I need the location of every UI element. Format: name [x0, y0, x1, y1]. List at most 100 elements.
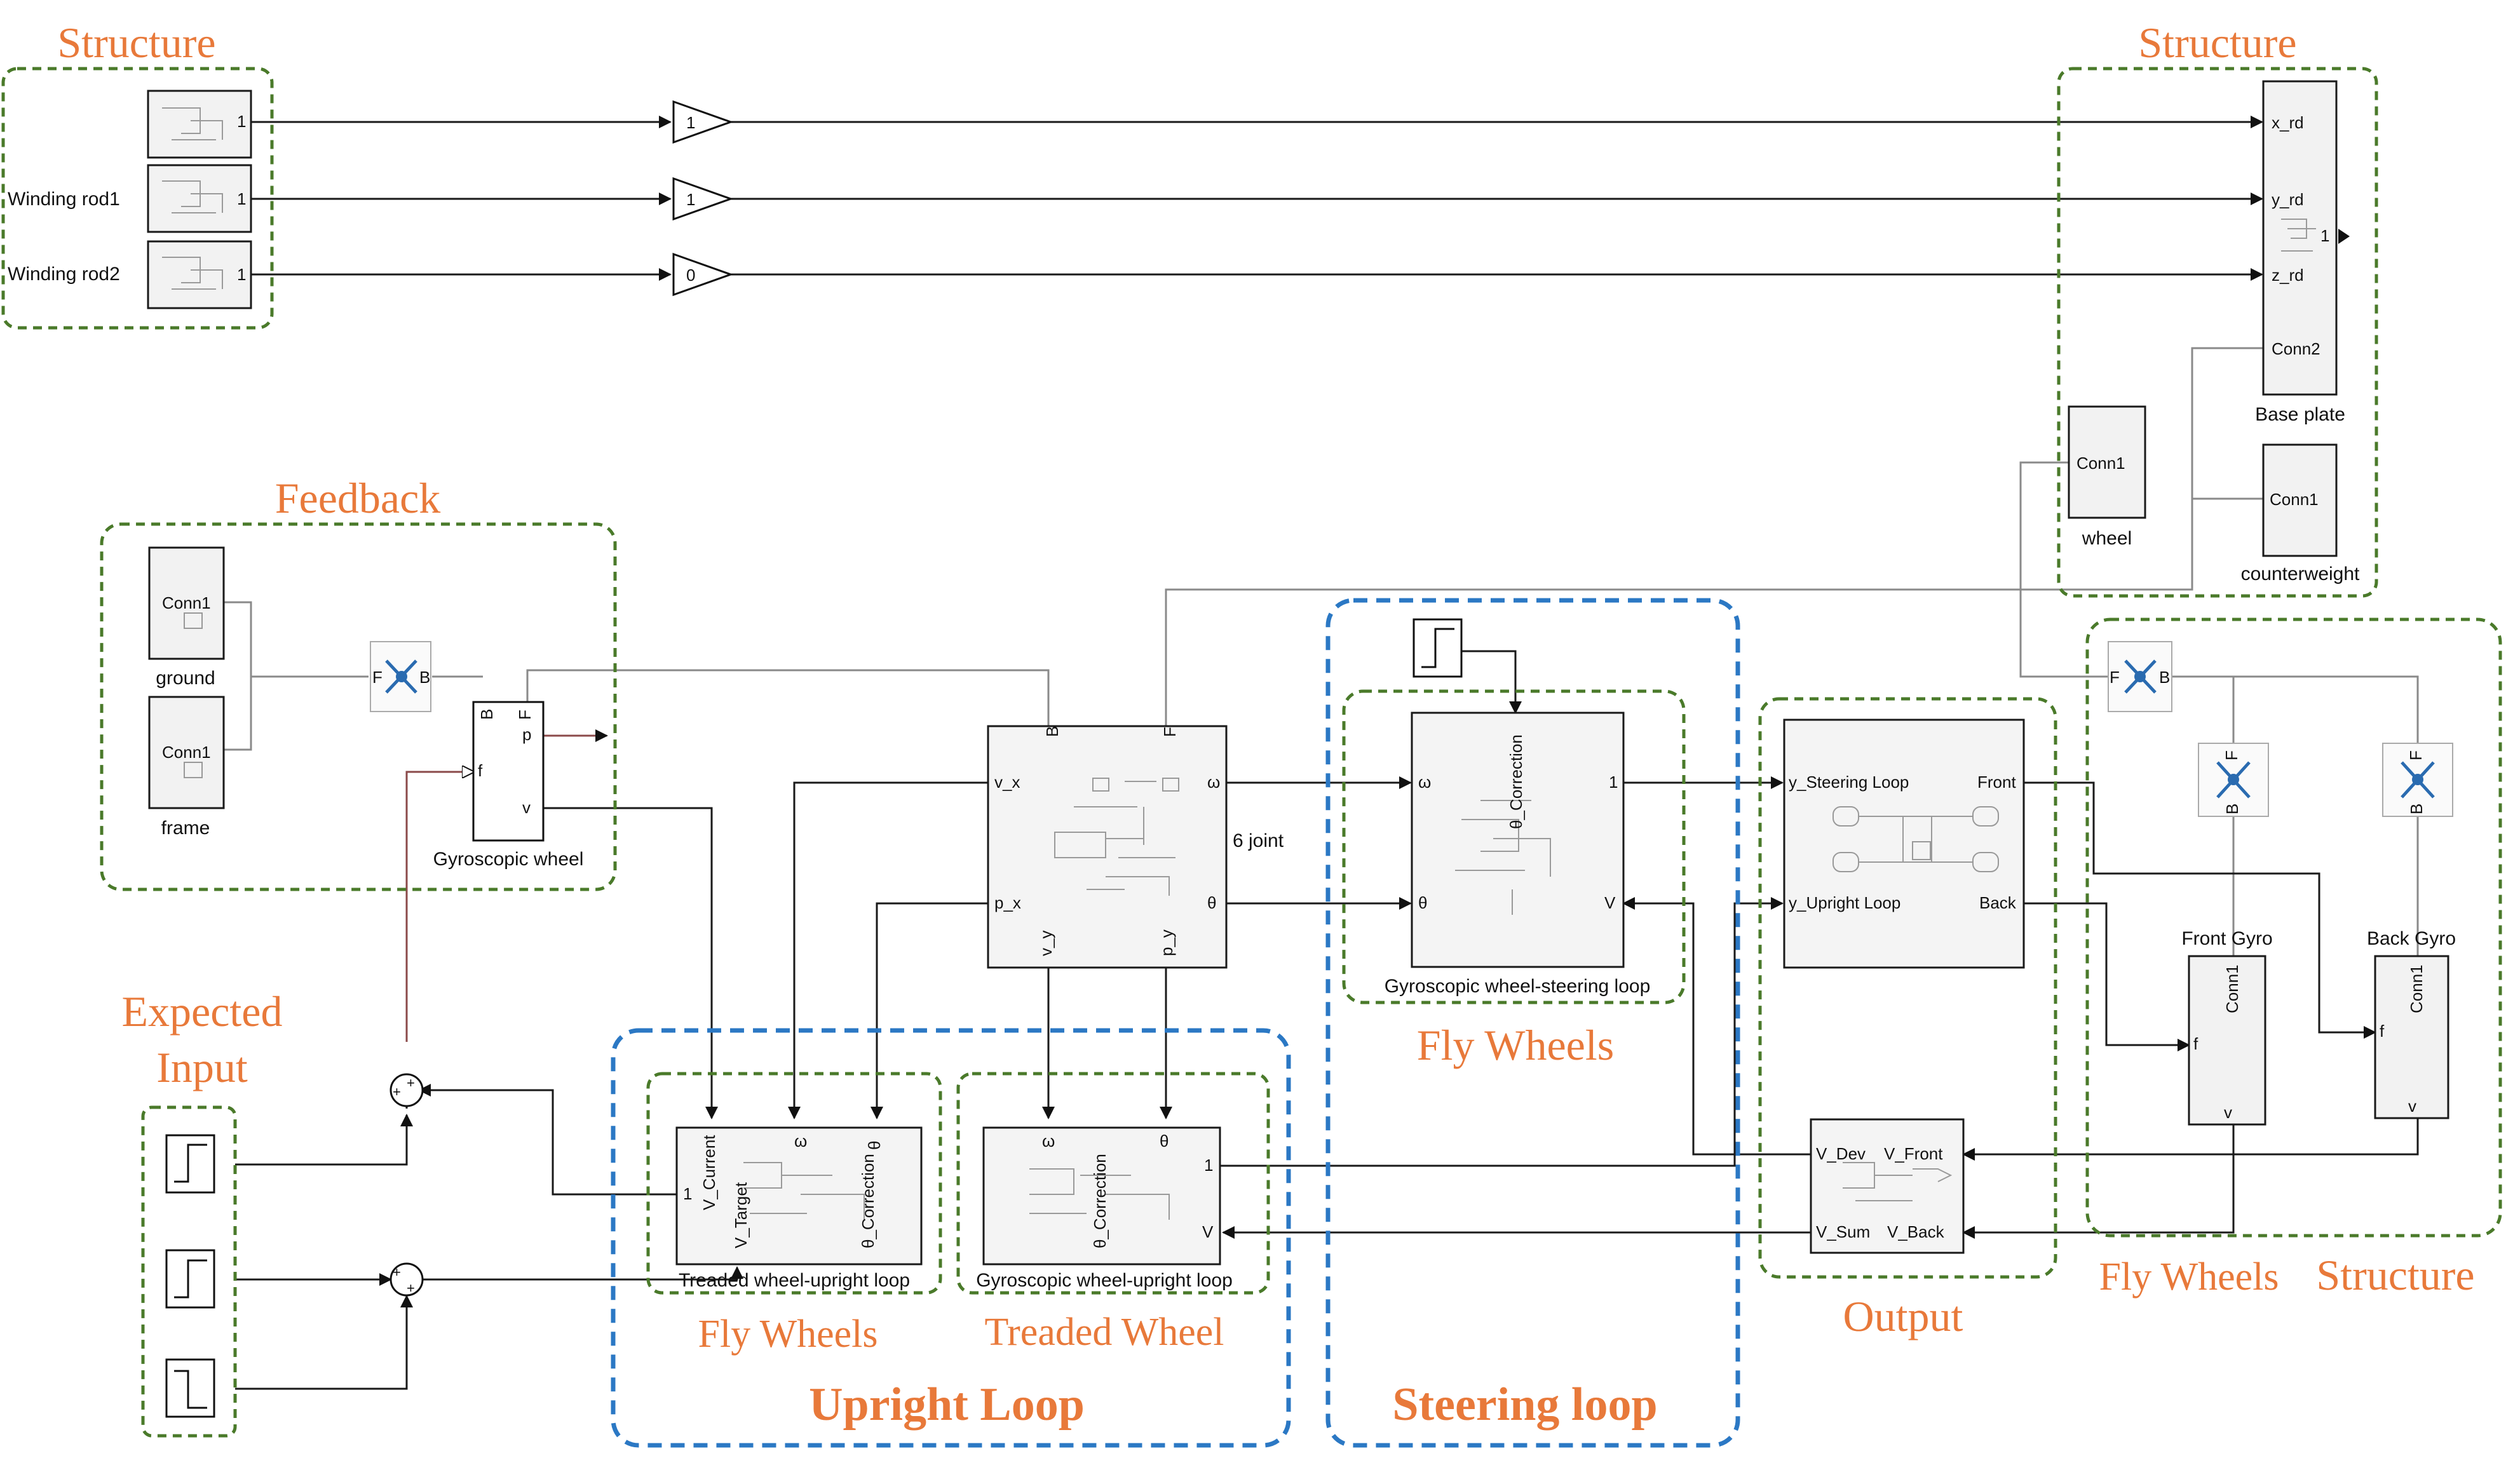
svg-text:+: + — [407, 1075, 415, 1091]
feedback-box — [100, 522, 617, 891]
counterweight-block[interactable]: Conn1 — [2262, 443, 2338, 557]
svg-text:V: V — [1604, 893, 1616, 912]
wire-ground — [224, 601, 369, 678]
svg-text:V_Sum: V_Sum — [1816, 1222, 1870, 1241]
svg-text:v: v — [2224, 1103, 2232, 1122]
sum-block-1[interactable]: + + — [390, 1073, 424, 1107]
step-steer[interactable] — [1412, 618, 1463, 678]
ground-block[interactable]: Conn1 — [148, 546, 225, 660]
flywheel-structure-label-b: Structure — [2316, 1251, 2474, 1299]
steering-loop-block[interactable]: ω θ 1 V θ_Correction — [1411, 712, 1625, 968]
svg-text:z_rd: z_rd — [2272, 266, 2304, 285]
wire-tf-back — [2233, 675, 2419, 743]
svg-text:F: F — [515, 710, 534, 720]
six-joint-block[interactable]: v_x p_x ω θ v_y p_y B F — [987, 725, 1228, 969]
svg-text:x_rd: x_rd — [2272, 113, 2304, 132]
treaded-loop-label: Treaded wheel-upright loop — [679, 1270, 910, 1291]
svg-text:θ: θ — [865, 1141, 884, 1150]
svg-text:θ: θ — [1207, 893, 1216, 912]
svg-text:y_rd: y_rd — [2272, 190, 2304, 209]
steering-loop-label: Steering loop — [1392, 1379, 1657, 1431]
treaded-wheel-label: Treaded Wheel — [984, 1311, 1224, 1354]
steer-flywheel-box — [1342, 689, 1686, 1004]
flywheel-structure-label-a: Fly Wheels — [2099, 1255, 2279, 1299]
upright-flywheel-label: Fly Wheels — [698, 1313, 878, 1356]
transform-block-flywheel[interactable]: F B — [2108, 641, 2172, 712]
wire-vx — [788, 781, 988, 1119]
output-box — [1758, 697, 2057, 1279]
svg-text:V_Back: V_Back — [1887, 1222, 1945, 1241]
back-gyro-block[interactable]: Conn1 f v — [2374, 955, 2449, 1119]
svg-text:ω: ω — [1418, 773, 1431, 792]
svg-text:Conn1: Conn1 — [2407, 964, 2426, 1013]
frame-block[interactable]: Conn1 — [148, 696, 225, 809]
wire-step3-sum2 — [235, 1295, 413, 1390]
rod-block-0[interactable]: 1 — [147, 90, 252, 159]
step-input-3[interactable] — [165, 1358, 215, 1418]
svg-text:B: B — [2407, 804, 2426, 814]
counterweight-label: counterweight — [2241, 564, 2360, 584]
six-joint-label: 6 joint — [1233, 830, 1284, 851]
wire-treaded-sum1 — [418, 1084, 677, 1196]
group-labels: Structure Structure Feedback Expected In… — [57, 18, 2474, 1431]
velocity-sum-block[interactable]: V_Dev V_Front V_Sum V_Back — [1810, 1118, 1965, 1254]
treaded-wheel-block[interactable]: V_Current V_Target ω θ_Correction θ 1 — [675, 1126, 923, 1266]
svg-text:Conn2: Conn2 — [2272, 339, 2320, 358]
svg-text:V_Front: V_Front — [1884, 1144, 1943, 1163]
svg-text:1: 1 — [2320, 226, 2329, 245]
step-input-1[interactable] — [165, 1134, 215, 1194]
rod1-port: 1 — [237, 189, 246, 208]
svg-text:F: F — [372, 668, 383, 687]
wire-sum2-target — [423, 1266, 743, 1281]
gyro-wheel-label: Gyroscopic wheel — [433, 849, 584, 870]
flywheel-structure-box — [2085, 618, 2502, 1238]
base-plate-label: Base plate — [2255, 404, 2345, 425]
step-input-2[interactable] — [165, 1249, 215, 1309]
sum-block-2[interactable]: + + — [390, 1262, 424, 1297]
transform-block-feedback[interactable]: F B — [370, 641, 431, 712]
winding-rod2-label: Winding rod2 — [8, 264, 120, 285]
svg-text:B: B — [2159, 668, 2170, 687]
svg-text:v: v — [2408, 1097, 2416, 1116]
gain-z[interactable]: 0 — [672, 252, 734, 297]
gyro-upright-block[interactable]: ω θ_Correction θ 1 V — [982, 1126, 1221, 1266]
structure-left-label: Structure — [57, 18, 215, 67]
svg-text:V_Current: V_Current — [700, 1135, 719, 1210]
output-label: Output — [1843, 1292, 1963, 1340]
transform-block-back[interactable]: F B — [2382, 743, 2453, 817]
front-gyro-block[interactable]: Conn1 f v — [2188, 955, 2266, 1126]
svg-text:ω: ω — [794, 1131, 807, 1151]
expected-label-1: Expected — [122, 987, 283, 1036]
rod-block-2[interactable]: 1 — [147, 240, 252, 309]
svg-text:+: + — [393, 1264, 401, 1280]
group-boxes — [1, 67, 2502, 1448]
structure-right-box — [2057, 67, 2378, 598]
treaded-wheel-box — [956, 1072, 1270, 1295]
svg-text:p_x: p_x — [994, 893, 1021, 912]
svg-text:F: F — [2222, 750, 2241, 760]
steer-flywheel-label: Fly Wheels — [1417, 1021, 1614, 1069]
svg-text:+: + — [407, 1280, 415, 1296]
svg-text:Conn1: Conn1 — [2076, 454, 2125, 473]
expected-input-box — [141, 1105, 237, 1438]
svg-text:0: 0 — [686, 266, 695, 285]
base-plate-block[interactable]: x_rd y_rd z_rd Conn2 1 — [2262, 80, 2350, 396]
svg-text:θ: θ — [1418, 893, 1427, 912]
output-block[interactable]: y_Steering Loop y_Upright Loop Front Bac… — [1783, 719, 2025, 969]
gyro-wheel-block[interactable]: B F p f v — [472, 701, 545, 842]
upright-flywheel-box — [646, 1072, 942, 1295]
gain-x[interactable]: 1 — [672, 100, 734, 144]
svg-text:F: F — [2110, 668, 2120, 687]
rod0-port: 1 — [237, 112, 246, 131]
back-gyro-label: Back Gyro — [2367, 928, 2456, 949]
svg-text:f: f — [2193, 1034, 2198, 1053]
wheel-label: wheel — [2082, 528, 2132, 549]
wire-wheel-transform — [2019, 461, 2108, 678]
rod-block-1[interactable]: 1 — [147, 164, 252, 233]
wheel-block[interactable]: Conn1 — [2068, 405, 2146, 519]
gain-y[interactable]: 1 — [672, 177, 734, 221]
transform-block-front[interactable]: F B — [2198, 743, 2269, 817]
svg-text:F: F — [2406, 750, 2425, 760]
wire-vdev-steer — [1622, 897, 1811, 1156]
